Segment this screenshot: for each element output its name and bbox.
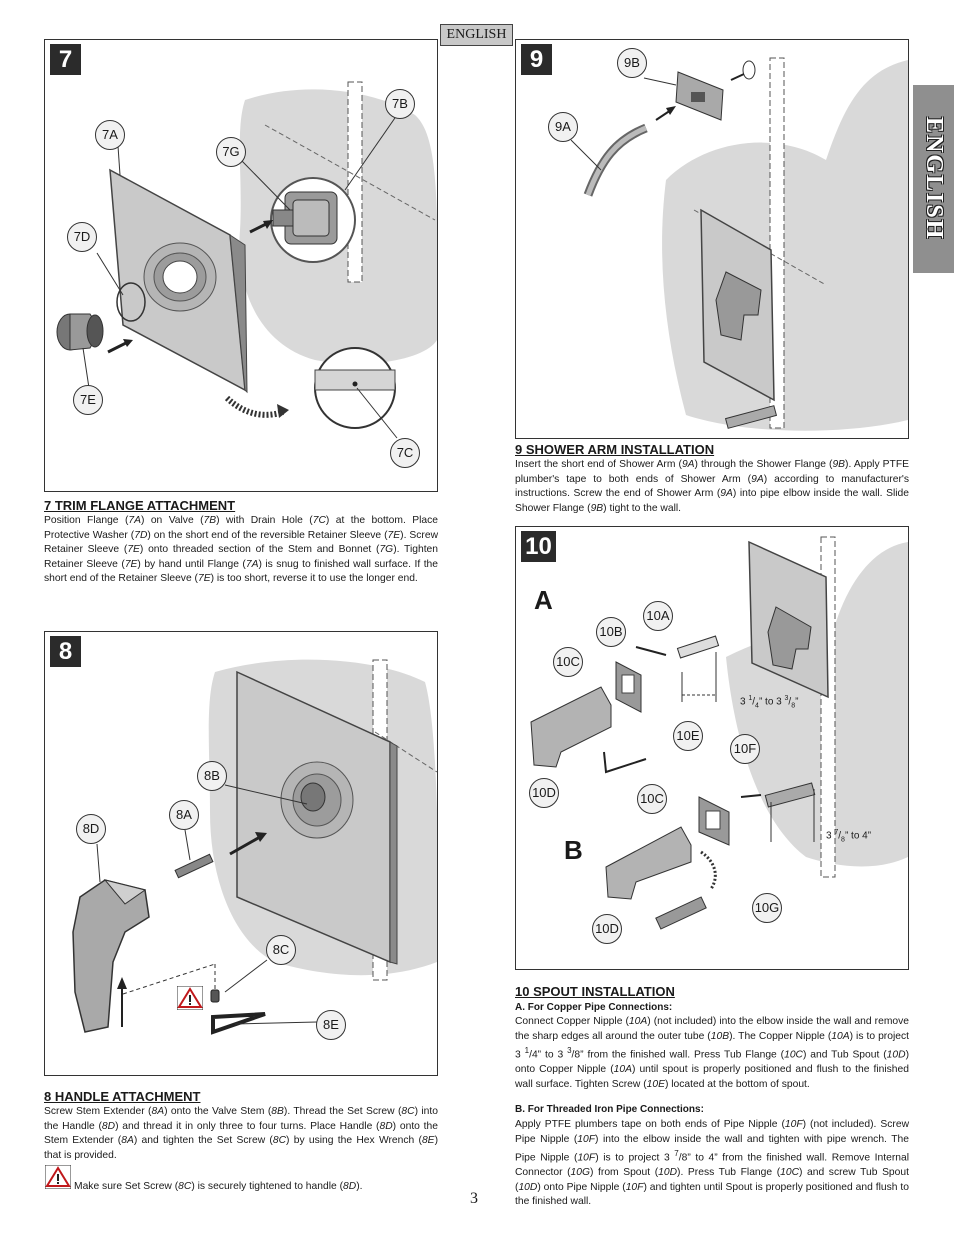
callout-10C-a: 10C — [553, 647, 583, 677]
step8-title: 8 HANDLE ATTACHMENT — [44, 1089, 201, 1104]
step10-sub-a: A. For Copper Pipe Connections: — [515, 1002, 673, 1013]
callout-7D: 7D — [67, 222, 97, 252]
step10-panel: 10 A B 10A 10B 10C 10E 10F 10D 10C 10G 1… — [515, 526, 909, 970]
callout-10D-a: 10D — [529, 778, 559, 808]
label-b: B — [564, 835, 583, 865]
callout-7A: 7A — [95, 120, 125, 150]
page-number: 3 — [470, 1190, 478, 1207]
step9-panel: 9 9B 9A — [515, 39, 909, 439]
callout-7B: 7B — [385, 89, 415, 119]
step8-number: 8 — [50, 636, 81, 667]
dimension-b: 3 7/8” to 4” — [826, 829, 872, 844]
step10-number: 10 — [521, 531, 556, 562]
step8-panel: 8 8B 8A 8D 8C 8E — [44, 631, 438, 1076]
callout-8C: 8C — [266, 935, 296, 965]
side-language-tab: ENGLISH — [913, 85, 954, 273]
callout-8D: 8D — [76, 814, 106, 844]
step8-warning: Make sure Set Screw (8C) is securely tig… — [74, 1181, 363, 1192]
step9-number: 9 — [521, 44, 552, 75]
step7-title: 7 TRIM FLANGE ATTACHMENT — [44, 498, 236, 513]
label-a: A — [534, 585, 553, 615]
step10-text-a: Connect Copper Nipple (10A) (not include… — [515, 1016, 910, 1090]
side-language-label: ENGLISH — [921, 117, 947, 241]
dimension-a: 3 1/4” to 3 3/8” — [740, 695, 799, 710]
callout-10B: 10B — [596, 617, 626, 647]
callout-8B: 8B — [197, 761, 227, 791]
callout-10C-b: 10C — [637, 784, 667, 814]
step10-title: 10 SPOUT INSTALLATION — [515, 984, 675, 999]
callout-10D-b: 10D — [592, 914, 622, 944]
step9-text: Insert the short end of Shower Arm (9A) … — [515, 459, 910, 514]
callout-7E: 7E — [73, 385, 103, 415]
step7-number: 7 — [50, 44, 81, 75]
step7-text: Position Flange (7A) on Valve (7B) with … — [44, 515, 439, 585]
step8-text: Screw Stem Extender (8A) onto the Valve … — [44, 1106, 438, 1161]
callout-10A: 10A — [643, 601, 673, 631]
step10-text-b: Apply PTFE plumbers tape on both ends of… — [515, 1119, 909, 1208]
callout-7C: 7C — [390, 438, 420, 468]
step7-panel: 7 7A 7B 7G 7D 7E 7C — [44, 39, 438, 492]
warning-icon — [177, 986, 203, 1010]
callout-10F: 10F — [730, 734, 760, 764]
step10-illustration — [530, 536, 908, 930]
step8-illustration — [72, 659, 437, 1035]
callout-9B: 9B — [617, 48, 647, 78]
callout-8E: 8E — [316, 1010, 346, 1040]
step7-illustration — [56, 81, 437, 439]
warning-note-icon — [45, 1165, 71, 1189]
callout-9A: 9A — [548, 112, 578, 142]
callout-8A: 8A — [169, 800, 199, 830]
language-tab: ENGLISH — [440, 24, 513, 46]
step10-sub-b: B. For Threaded Iron Pipe Connections: — [515, 1104, 704, 1115]
callout-10E: 10E — [673, 721, 703, 751]
callout-10G: 10G — [752, 893, 782, 923]
step9-illustration — [570, 57, 908, 431]
step9-title: 9 SHOWER ARM INSTALLATION — [515, 442, 715, 457]
callout-7G: 7G — [216, 137, 246, 167]
